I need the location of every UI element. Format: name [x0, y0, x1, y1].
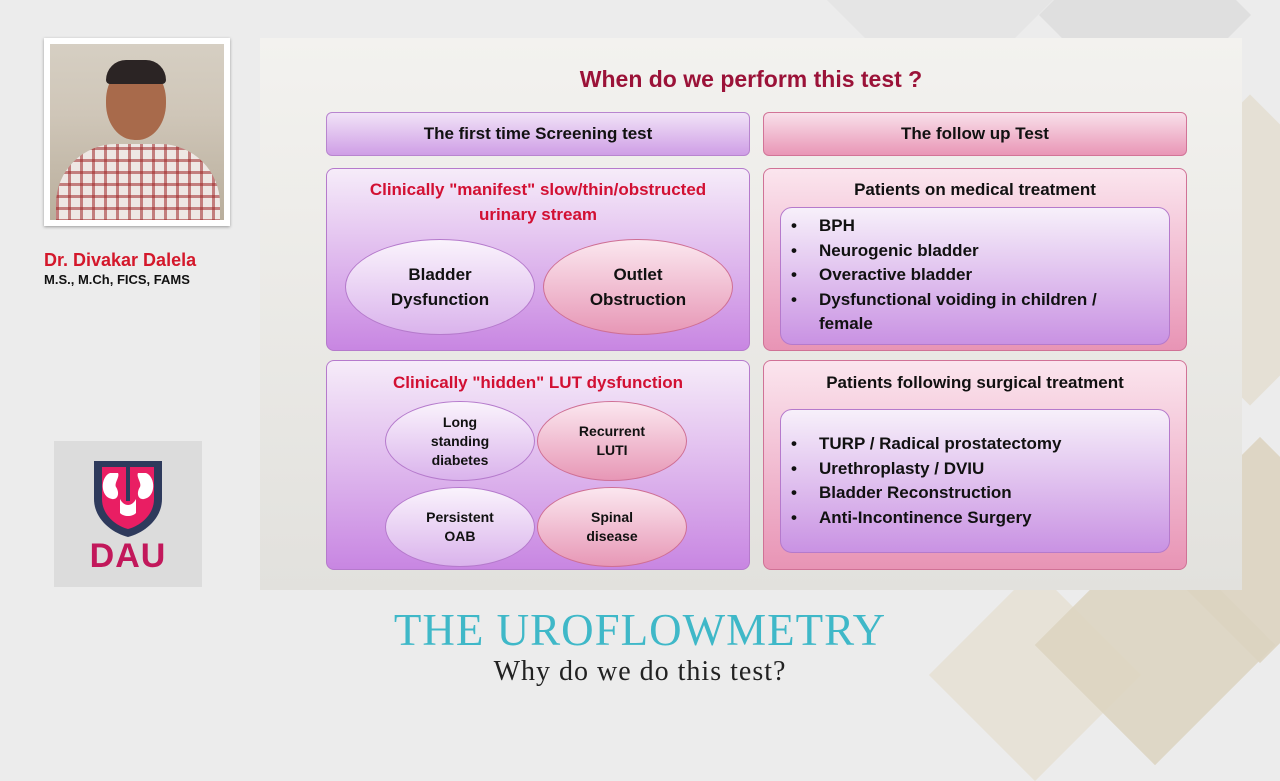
oval-label: Dysfunction — [390, 290, 490, 309]
list-item: • Overactive bladder — [781, 263, 1169, 288]
recurrent-luti-oval: Recurrent LUTI — [537, 401, 687, 481]
manifest-panel: Clinically "manifest" slow/thin/obstruct… — [326, 168, 750, 351]
bullet-icon: • — [791, 507, 797, 527]
list-item-text: female — [819, 314, 873, 333]
bullet-icon: • — [791, 483, 797, 502]
oval-label: Obstruction — [589, 290, 687, 309]
follow-up-test-header: The follow up Test — [763, 112, 1187, 156]
oval-label: diabetes — [431, 451, 489, 468]
speaker-name: Dr. Divakar Dalela — [44, 250, 197, 270]
oval-label: Outlet — [613, 265, 663, 284]
surgical-treatment-list: • TURP / Radical prostatectomy • Urethropl… — [780, 409, 1170, 553]
list-item: • Dysfunctional voiding in children / fema… — [781, 288, 1169, 337]
oval-label: Bladder — [408, 265, 472, 284]
bullet-icon: • — [791, 289, 797, 309]
oval-label: Spinal — [590, 509, 633, 525]
bullet-icon: • — [791, 240, 797, 260]
medical-treatment-list: • BPH • Neurogenic bladder • Overactive bla… — [780, 207, 1170, 345]
medical-treatment-panel: Patients on medical treatment • BPH • Neur… — [763, 168, 1187, 351]
list-item: • TURP / Radical prostatectomy — [781, 432, 1169, 457]
oval-label: LUTI — [596, 442, 628, 458]
oval-label: Recurrent — [578, 423, 646, 439]
oval-label: OAB — [444, 528, 476, 544]
surgical-panel-title: Patients following surgical treatment — [826, 373, 1124, 392]
list-item-text: Neurogenic bladder — [819, 240, 979, 260]
oval-label: Persistent — [426, 509, 494, 525]
medical-panel-title: Patients on medical treatment — [854, 180, 1096, 199]
outlet-obstruction-oval: Outlet Obstruction — [543, 239, 733, 335]
speaker-video — [50, 44, 224, 220]
hidden-dysfunction-panel: Clinically "hidden" LUT dysfunction Long… — [326, 360, 750, 570]
surgical-treatment-panel: Patients following surgical treatment • T… — [763, 360, 1187, 570]
bladder-dysfunction-oval: Bladder Dysfunction — [345, 239, 535, 335]
spinal-disease-oval: Spinal disease — [537, 487, 687, 567]
list-item-text: BPH — [819, 216, 855, 235]
speaker-hair — [106, 60, 166, 84]
speaker-shirt — [56, 144, 220, 220]
speaker-credentials: M.S., M.Ch, FICS, FAMS — [44, 272, 190, 287]
manifest-title-line: urinary stream — [478, 205, 598, 224]
screening-test-header: The first time Screening test — [326, 112, 750, 156]
long-standing-diabetes-oval: Long standing diabetes — [385, 401, 535, 481]
video-title: THE UROFLOWMETRY — [393, 605, 887, 655]
speaker-video-frame — [44, 38, 230, 226]
bullet-icon: • — [791, 265, 797, 284]
video-subtitle: Why do we do this test? — [493, 656, 787, 687]
list-item: • Urethroplasty / DVIU — [781, 457, 1169, 482]
bullet-icon: • — [791, 458, 797, 478]
persistent-oab-oval: Persistent OAB — [385, 487, 535, 567]
list-item: • Bladder Reconstruction — [781, 481, 1169, 506]
list-item-text: Bladder Reconstruction — [819, 483, 1012, 502]
list-item-text: Urethroplasty / DVIU — [819, 458, 985, 478]
list-item-text: TURP / Radical prostatectomy — [819, 434, 1062, 453]
list-item: • Anti-Incontinence Surgery — [781, 506, 1169, 531]
manifest-panel-title: Clinically "manifest" slow/thin/obstruct… — [327, 177, 749, 227]
list-item-text: Dysfunctional voiding in children / — [819, 289, 1097, 309]
slide-title: When do we perform this test ? — [579, 66, 923, 92]
bullet-icon: • — [791, 216, 797, 235]
list-item: • Neurogenic bladder — [781, 239, 1169, 264]
list-item-text: Overactive bladder — [819, 265, 973, 284]
oval-label: Long — [442, 413, 478, 430]
hidden-panel-title: Clinically "hidden" LUT dysfunction — [392, 373, 684, 392]
presentation-slide: When do we perform this test ? The first… — [260, 38, 1242, 590]
bullet-icon: • — [791, 434, 797, 453]
kidney-shield-icon — [94, 461, 162, 537]
manifest-title-line: Clinically "manifest" slow/thin/obstruct… — [369, 180, 707, 199]
list-item: • BPH — [781, 214, 1169, 239]
oval-label: standing — [430, 432, 490, 449]
dau-logo: DAU — [54, 441, 202, 587]
list-item-text: Anti-Incontinence Surgery — [819, 507, 1032, 527]
logo-text: DAU — [89, 537, 167, 575]
oval-label: disease — [586, 528, 638, 544]
